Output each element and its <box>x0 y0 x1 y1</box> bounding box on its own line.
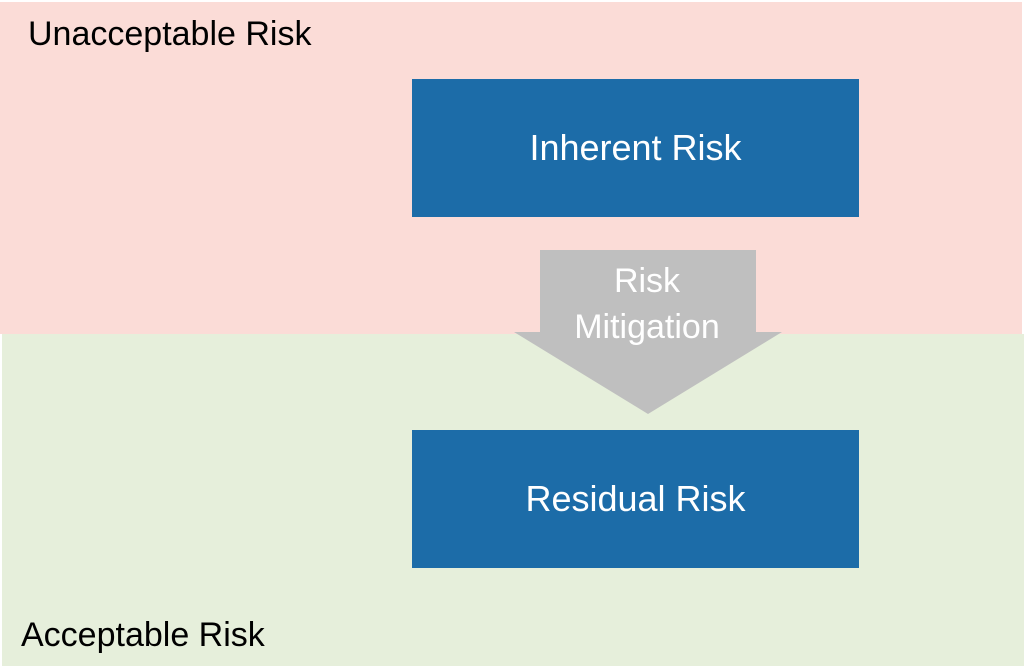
mitigation-label-line-1: Risk <box>613 262 681 300</box>
unacceptable-risk-label: Unacceptable Risk <box>28 15 312 53</box>
inherent-risk-box: Inherent Risk <box>412 79 859 217</box>
mitigation-label-line-2: Mitigation <box>574 308 720 346</box>
mitigation-arrow-shape <box>514 250 782 414</box>
mitigation-arrow <box>514 250 782 414</box>
residual-risk-label: Residual Risk <box>525 478 746 519</box>
inherent-risk-label: Inherent Risk <box>529 127 742 168</box>
residual-risk-box: Residual Risk <box>412 430 859 568</box>
mitigation-arrow-label: Risk Mitigation <box>542 258 752 350</box>
acceptable-risk-label: Acceptable Risk <box>21 616 265 654</box>
